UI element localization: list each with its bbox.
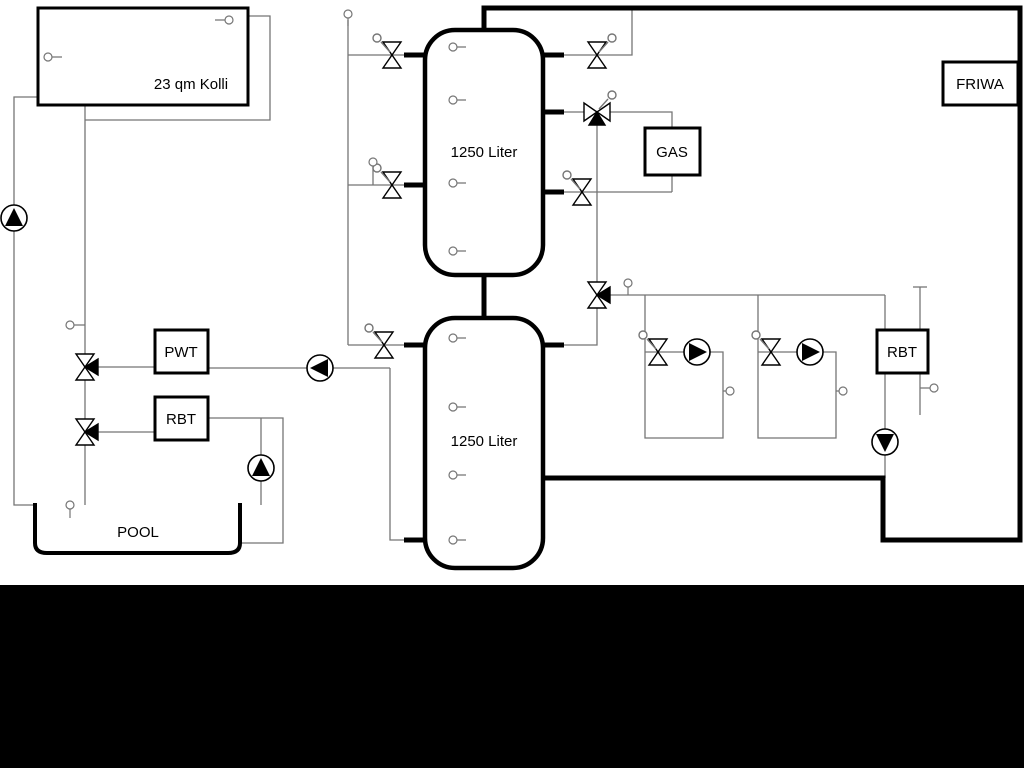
pwt-label: PWT: [164, 344, 197, 361]
circuit2-valve-icon: [751, 330, 781, 366]
collector-sensor-icon: [224, 15, 234, 25]
tank-sensor-icon: [448, 470, 458, 480]
pool: [33, 503, 242, 555]
upper-buffer-tank: [422, 27, 546, 278]
lower-tank-label: 1250 Liter: [451, 433, 518, 450]
valves: [75, 33, 781, 446]
pwt-box: [153, 328, 210, 375]
gas-box: [643, 126, 702, 177]
circuit1-pump-icon: [683, 338, 711, 366]
component-boxes: [36, 6, 1020, 442]
pool-sensor-icon: [65, 500, 75, 510]
sensor-stems: [52, 18, 930, 541]
pool-pump-icon: [247, 454, 275, 482]
collector-box: [36, 6, 250, 107]
upper-tank-left-top-valve-icon: [372, 33, 402, 69]
pipe-sensor-icon: [623, 278, 633, 288]
pool-label: POOL: [117, 524, 159, 541]
gas-return-valve-icon: [562, 170, 592, 206]
rbt-pump-icon: [871, 428, 899, 456]
lower-buffer-tank: [422, 315, 546, 571]
circuit1-sensor-icon: [725, 386, 735, 396]
upper-tank-label: 1250 Liter: [451, 144, 518, 161]
tank-sensor-icon: [448, 246, 458, 256]
upper-tank-right-top-valve-icon: [587, 33, 617, 69]
sensors: [43, 9, 939, 545]
tank-sensor-icon: [448, 178, 458, 188]
rbt-right-box: [875, 328, 930, 375]
pipes-thin: [13, 10, 927, 544]
labels: 23 qm Kolli 1250 Liter 1250 Liter GAS FR…: [117, 76, 1004, 541]
tank-sensor-icon: [448, 535, 458, 545]
rbt-left-box: [153, 395, 210, 442]
tank-sensor-icon: [448, 333, 458, 343]
collector-pump-icon: [0, 204, 28, 232]
gas-mixing-valve-icon: [583, 90, 617, 126]
circuit2-sensor-icon: [838, 386, 848, 396]
pipe-sensor-icon: [368, 157, 378, 167]
tank-sensor-icon: [448, 42, 458, 52]
gas-label: GAS: [656, 144, 688, 161]
rbt-left-label: RBT: [166, 411, 196, 428]
tank-sensor-icon: [448, 402, 458, 412]
tank-sensor-icon: [448, 95, 458, 105]
collector-label: 23 qm Kolli: [154, 76, 228, 93]
pipe-sensor-icon: [65, 320, 75, 330]
collector-sensor-icon: [43, 52, 53, 62]
pwt-pump-icon: [306, 354, 334, 382]
pipe-sensor-icon: [343, 9, 353, 19]
friwa-box: [941, 60, 1020, 107]
circuit2-pump-icon: [796, 338, 824, 366]
lower-tank-left-valve-icon: [364, 323, 394, 359]
rbt-sensor-icon: [929, 383, 939, 393]
rbt-right-label: RBT: [887, 344, 917, 361]
pipes-thick: [404, 5, 1023, 543]
black-band: [0, 585, 1024, 768]
friwa-label: FRIWA: [956, 76, 1004, 93]
circuit1-valve-icon: [638, 330, 668, 366]
